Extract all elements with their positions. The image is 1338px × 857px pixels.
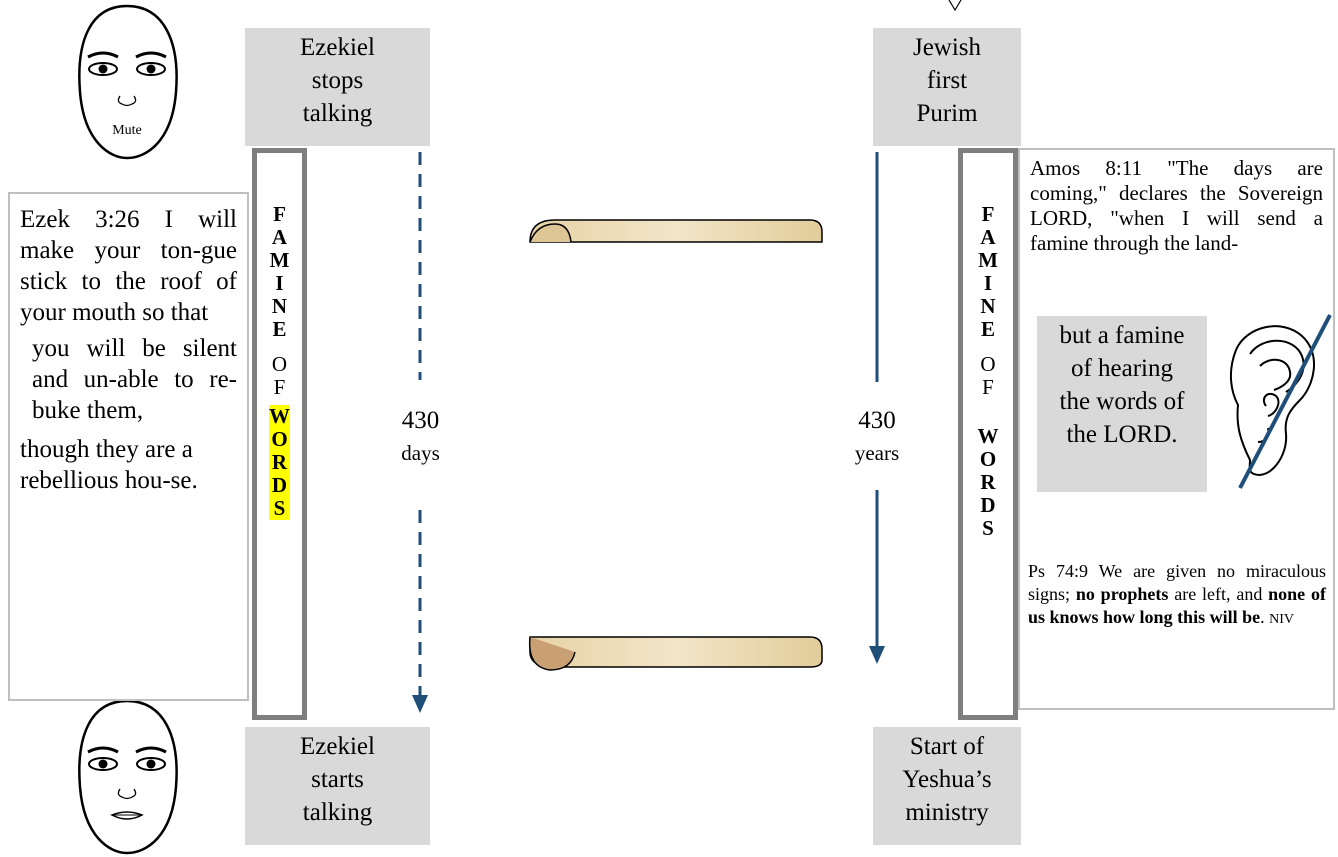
letter: O xyxy=(979,447,997,471)
letter: O xyxy=(271,427,288,451)
letter: R xyxy=(980,470,996,494)
letter: A xyxy=(980,225,996,249)
ezekiel-stops-box: Ezekiel stops talking xyxy=(245,28,430,146)
letter: N xyxy=(271,294,288,318)
box-line: talking xyxy=(302,100,373,127)
box-line: Yeshua’s xyxy=(902,766,992,793)
letter: N xyxy=(980,294,996,318)
psalm-bold-1: no prophets xyxy=(1075,584,1169,604)
letter: W xyxy=(977,424,999,448)
psalm-bold-2: none of us knows how long this will be xyxy=(1028,584,1326,627)
box-line: the words of xyxy=(1059,388,1185,415)
box-line: the LORD. xyxy=(1066,421,1178,448)
famine-of-words-column-left: F A M I N E O F W O R D S xyxy=(252,148,307,720)
of-word: O F xyxy=(257,341,302,399)
box-line: Ezekiel xyxy=(300,733,375,760)
quote-part-1: Ezek 3:26 I will make your ton-gue stick… xyxy=(20,206,237,326)
letter: F xyxy=(981,202,995,226)
box-line: Start of xyxy=(909,733,985,760)
span-label-years: 430 years xyxy=(838,405,916,469)
letter: F xyxy=(273,202,286,226)
span-value: 430 xyxy=(401,407,440,434)
letter: A xyxy=(271,225,288,249)
letter: W xyxy=(269,404,290,428)
letter: E xyxy=(980,317,995,341)
letter: I xyxy=(275,271,284,295)
letter: M xyxy=(978,248,998,272)
jewish-first-purim-box: Jewish first Purim xyxy=(873,28,1021,146)
box-line: starts xyxy=(311,766,364,793)
psalm-quote: Ps 74:9 We are given no miraculous signs… xyxy=(1028,560,1326,631)
mute-face-icon: Mute xyxy=(78,4,178,160)
box-line: talking xyxy=(302,799,373,826)
famine-of-words-column-right: F A M I N E O F W O R D S xyxy=(958,148,1018,720)
crossed-out-ear-icon xyxy=(1230,314,1332,489)
ezekiel-quote-box: Ezek 3:26 I will make your ton-gue stick… xyxy=(8,192,249,701)
letter: F xyxy=(273,375,286,399)
psalm-version: NIV xyxy=(1269,612,1294,627)
dashed-arrow-left xyxy=(412,152,428,713)
letter: M xyxy=(269,248,290,272)
letter: O xyxy=(271,352,288,376)
yeshua-ministry-box: Start of Yeshua’s ministry xyxy=(873,727,1021,845)
box-line: Ezekiel xyxy=(300,34,375,61)
words-word: W O R D S xyxy=(257,399,302,520)
span-value: 430 xyxy=(858,407,896,434)
famine-of-hearing-box: but a famine of hearing the words of the… xyxy=(1037,316,1207,492)
famine-word: F A M I N E xyxy=(257,153,302,341)
psalm-text-1: Ps 74:9 We are given no miraculous signs… xyxy=(1028,561,1326,604)
letter: O xyxy=(980,352,996,376)
quote-part-2: you will be silent and un-able to re-buk… xyxy=(32,335,237,424)
letter: S xyxy=(982,516,994,540)
psalm-text-3: . xyxy=(1260,607,1270,627)
psalm-text-2: are left, and xyxy=(1168,584,1269,604)
box-line: first xyxy=(926,67,968,94)
box-line: stops xyxy=(311,67,364,94)
letter: D xyxy=(980,493,996,517)
quote-part-3: though they are a rebellious hou-se. xyxy=(20,436,198,494)
talking-face-icon xyxy=(78,699,178,855)
letter: E xyxy=(272,317,287,341)
span-unit: days xyxy=(401,441,440,465)
famine-word: F A M I N E xyxy=(963,153,1013,341)
box-line: ministry xyxy=(905,799,989,826)
scroll-image xyxy=(528,219,823,671)
highlight: W O R D S xyxy=(269,405,290,520)
letter: F xyxy=(982,375,994,399)
letter: I xyxy=(983,271,993,295)
span-label-days: 430 days xyxy=(383,405,458,469)
top-mark-icon xyxy=(948,0,962,12)
span-unit: years xyxy=(854,441,900,465)
ezekiel-starts-box: Ezekiel starts talking xyxy=(245,727,430,845)
letter: D xyxy=(271,473,288,497)
letter: S xyxy=(273,496,286,520)
box-line: of hearing xyxy=(1070,355,1174,382)
letter: R xyxy=(271,450,288,474)
solid-arrow-right xyxy=(869,152,885,664)
of-word: O F xyxy=(963,341,1013,399)
words-word: W O R D S xyxy=(963,399,1013,540)
box-line: but a famine xyxy=(1059,322,1185,349)
box-line: Jewish xyxy=(912,34,982,61)
box-line: Purim xyxy=(916,100,978,127)
mute-label: Mute xyxy=(112,123,142,138)
amos-quote: Amos 8:11 "The days are coming," declare… xyxy=(1030,156,1323,255)
